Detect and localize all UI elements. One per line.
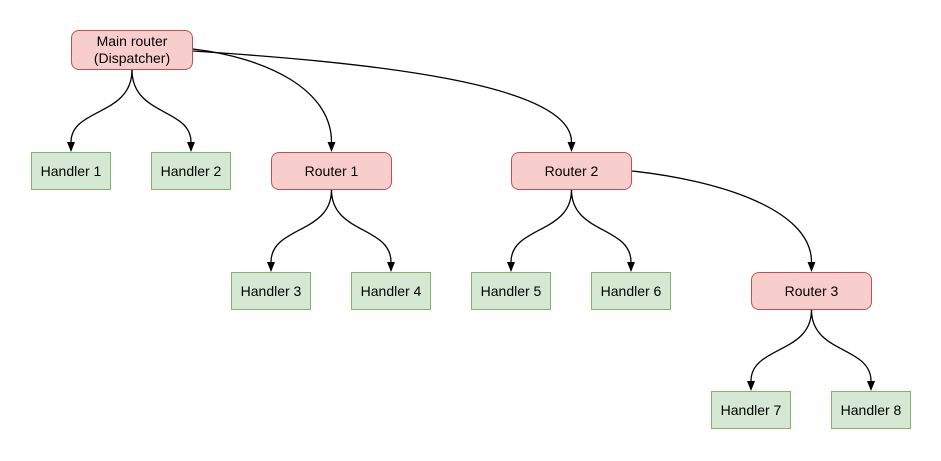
edge-router-3-to-handler-8 [810, 309, 875, 391]
node-handler-3: Handler 3 [231, 272, 311, 310]
node-label: Handler 6 [600, 282, 662, 299]
node-router-2: Router 2 [511, 152, 632, 190]
node-label: Router 1 [304, 162, 359, 179]
edge-router-2-to-router-3 [631, 170, 816, 272]
node-handler-4: Handler 4 [351, 272, 431, 310]
node-label: Handler 7 [720, 401, 782, 418]
node-label: (Dispatcher) [93, 50, 171, 66]
node-router-3: Router 3 [751, 272, 872, 310]
edge-router-2-to-handler-6 [570, 189, 635, 272]
node-label: Handler 3 [240, 282, 302, 299]
node-handler-6: Handler 6 [591, 272, 671, 310]
node-handler-8: Handler 8 [831, 391, 911, 429]
edge-main-router-to-router-1 [192, 48, 336, 152]
node-label: Router 3 [784, 282, 839, 299]
node-handler-1: Handler 1 [31, 152, 111, 190]
node-label: Handler 1 [40, 162, 102, 179]
edge-router-1-to-handler-4 [330, 189, 395, 272]
node-label: Handler 5 [480, 282, 542, 299]
node-label: Handler 8 [840, 401, 902, 418]
node-label: Handler 2 [160, 162, 222, 179]
node-router-1: Router 1 [271, 152, 392, 190]
node-handler-5: Handler 5 [471, 272, 551, 310]
node-label: Handler 4 [360, 282, 422, 299]
node-handler-2: Handler 2 [151, 152, 231, 190]
edge-main-router-to-handler-1 [67, 69, 133, 152]
edge-router-2-to-handler-5 [507, 189, 573, 272]
node-main-router: Main router (Dispatcher) [71, 30, 193, 70]
edge-router-1-to-handler-3 [267, 189, 333, 272]
edge-router-3-to-handler-7 [747, 309, 813, 391]
edge-main-router-to-handler-2 [131, 69, 195, 152]
node-handler-7: Handler 7 [711, 391, 791, 429]
node-label: Router 2 [544, 162, 599, 179]
node-label: Main router [96, 33, 168, 49]
edge-main-router-to-router-2 [192, 50, 576, 152]
